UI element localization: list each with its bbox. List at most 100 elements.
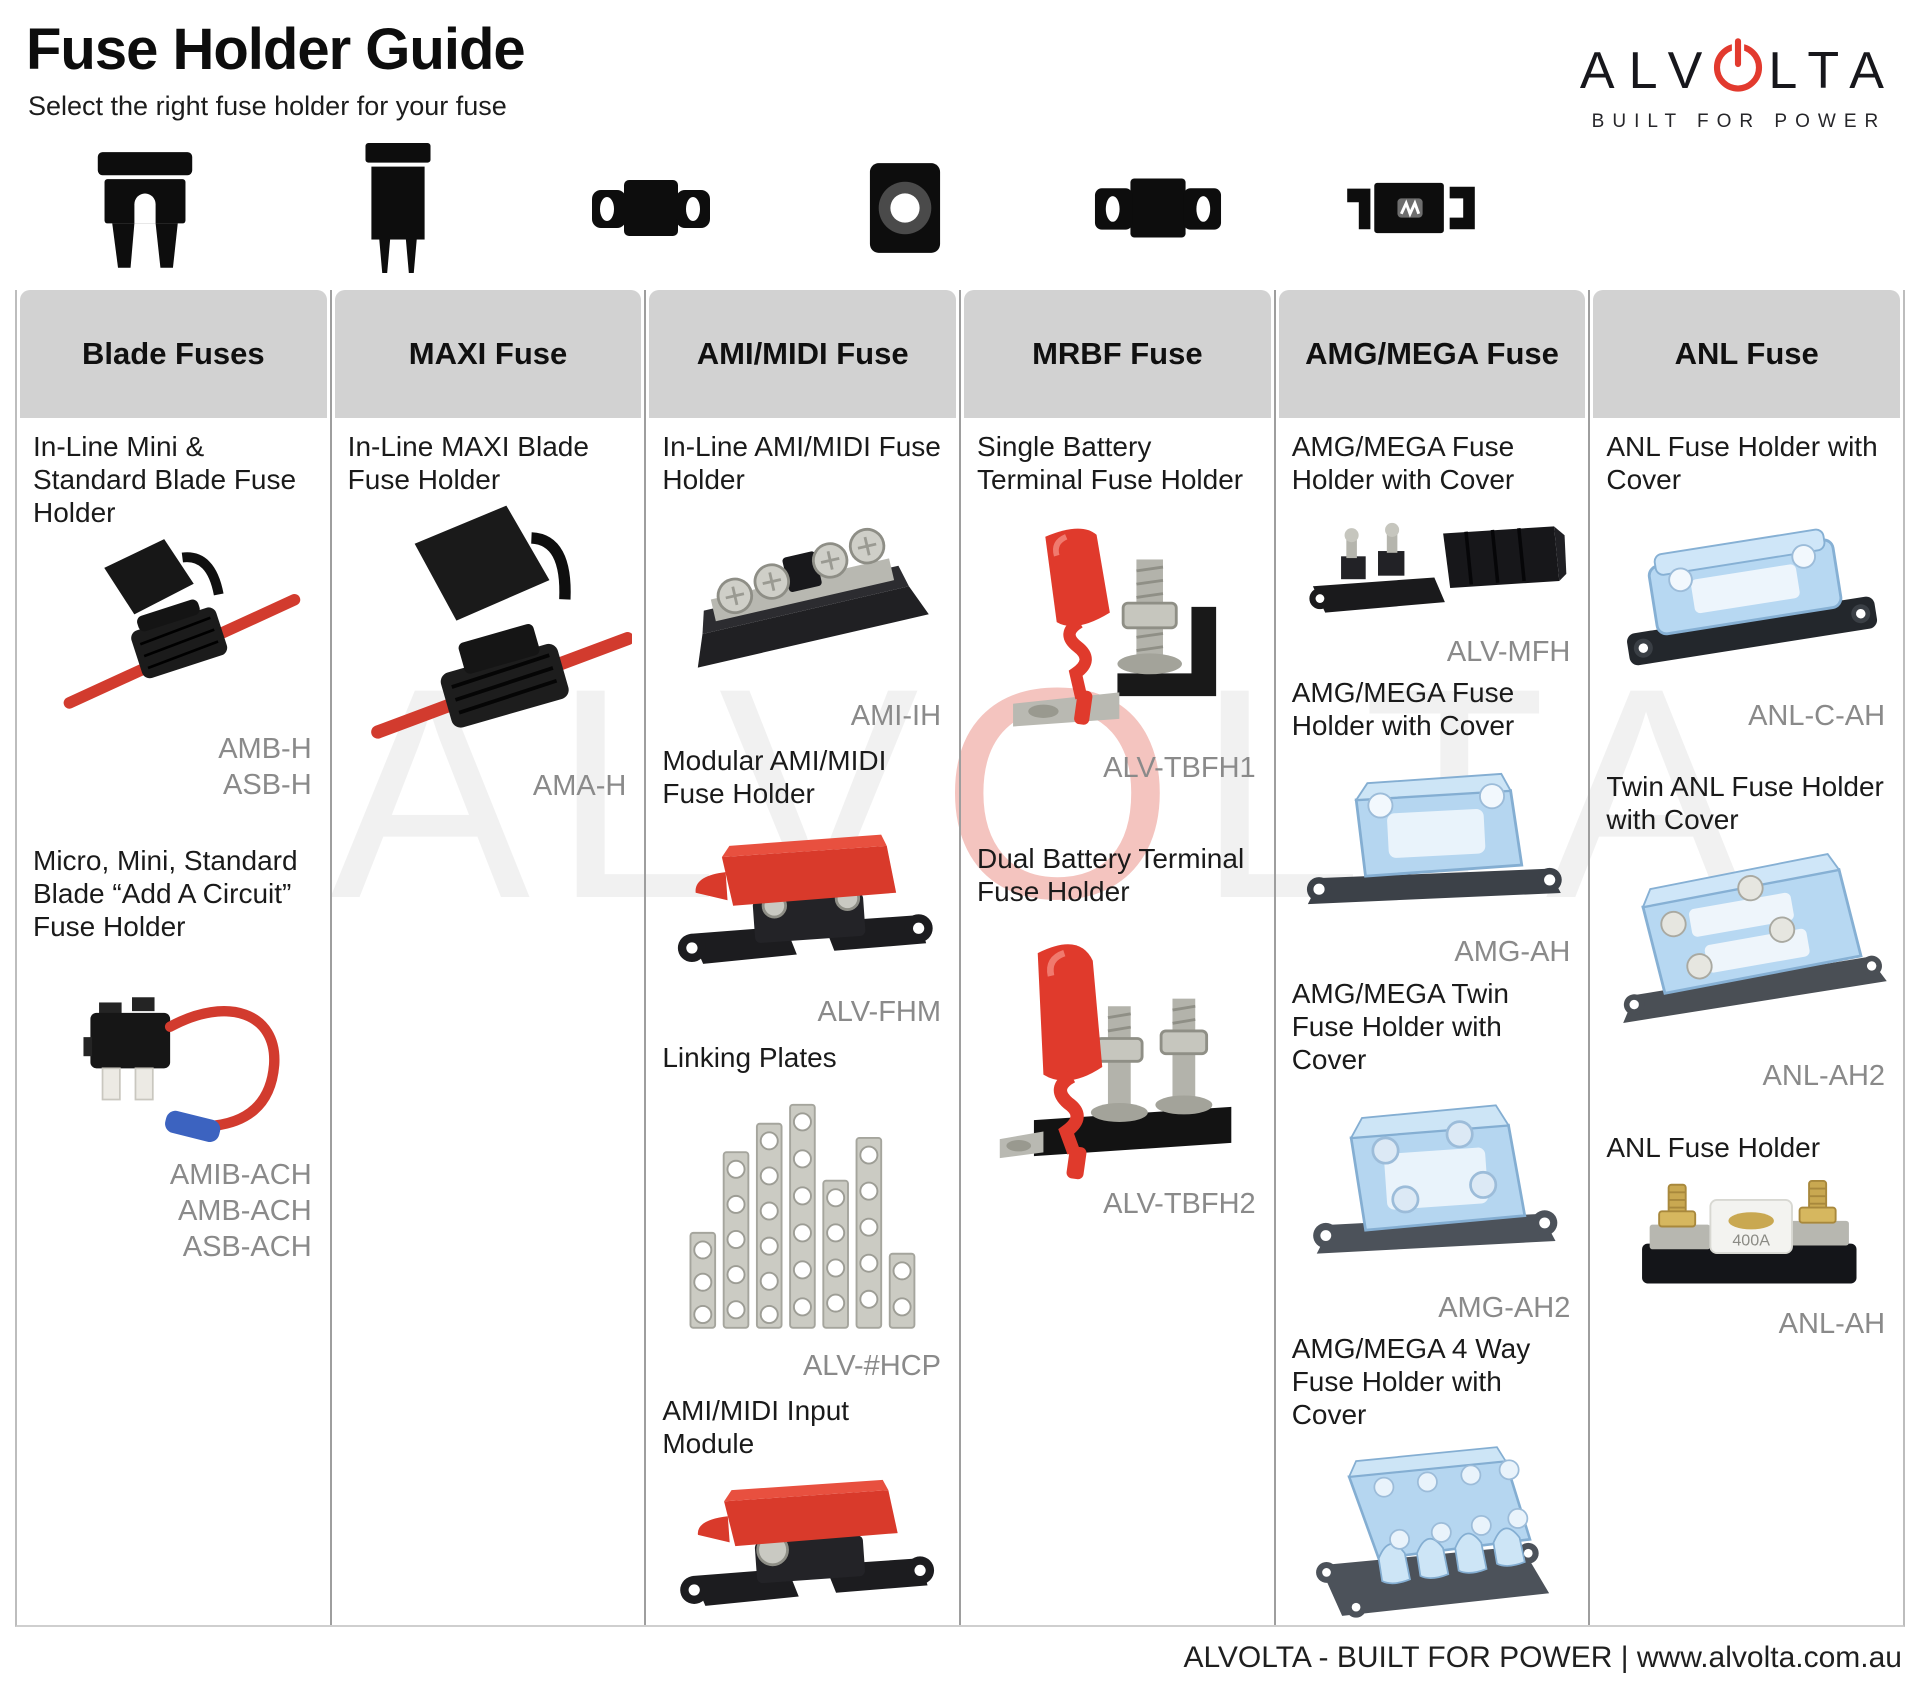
product-name: AMG/MEGA Fuse Holder with Cover [1291, 677, 1515, 742]
logo-tagline: BUILT FOR POWER [1591, 111, 1887, 132]
anl-fuse-icon [1285, 142, 1538, 274]
logo-text-left: ALV [1579, 41, 1717, 100]
anl-cover-holder-image [1606, 500, 1891, 696]
column-header: Blade Fuses [20, 290, 327, 418]
dual-terminal-holder-image [977, 912, 1262, 1184]
fuse-type-icon-row [18, 142, 1538, 274]
mrbf-fuse-icon [778, 142, 1031, 274]
product-code: AMIB-ACH [169, 1158, 312, 1191]
product-name: In-Line MAXI Blade Fuse Holder [347, 431, 589, 496]
ami-input-module-image [662, 1464, 947, 1625]
logo-wordmark: ALV LTA [1580, 34, 1898, 107]
product-amb-h: In-Line Mini & Standard Blade Fuse Holde… [33, 430, 318, 804]
product-name: Micro, Mini, Standard Blade “Add A Circu… [33, 844, 298, 942]
column-header: MRBF Fuse [964, 290, 1271, 418]
product-name: In-Line Mini & Standard Blade Fuse Holde… [33, 431, 297, 529]
blade-fuse-icon [18, 142, 271, 274]
product-name: Modular AMI/MIDI Fuse Holder [662, 745, 887, 810]
product-anl-ah: ANL Fuse Holder 400A ANL-AH [1606, 1131, 1891, 1342]
inline-blade-holder-image [33, 533, 318, 729]
ami-midi-fuse-icon [525, 142, 778, 274]
add-a-circuit-holder-image [33, 947, 318, 1155]
page-subtitle: Select the right fuse holder for your fu… [28, 91, 507, 121]
page-title: Fuse Holder Guide [26, 17, 526, 82]
column-header: AMI/MIDI Fuse [649, 290, 957, 418]
inline-maxi-holder-image [348, 500, 633, 766]
product-code: AMB-ACH [177, 1194, 312, 1227]
column-header: ANL Fuse [1593, 290, 1901, 418]
product-codes: ALV-TBFH1 [977, 750, 1262, 786]
product-alv-im: AMI/MIDI Input ModuleALV-IM [662, 1394, 947, 1625]
amg-mega-fuse-icon [1031, 142, 1284, 274]
column-header: AMG/MEGA Fuse [1278, 290, 1586, 418]
product-codes: AMG-AH [1292, 934, 1577, 970]
single-terminal-holder-image [977, 500, 1262, 748]
product-codes: ALV-TBFH2 [977, 1186, 1262, 1222]
product-code: ALV-#HCP [802, 1349, 942, 1382]
product-codes: AMG-AH2 [1292, 1290, 1577, 1326]
product-code: ALV-TBFH2 [1103, 1188, 1256, 1221]
anl-holder-image: 400A [1606, 1168, 1891, 1304]
product-code: AMA-H [532, 770, 627, 803]
product-code: ALV-FHM [817, 996, 942, 1029]
product-name: ANL Fuse Holder [1606, 1131, 1821, 1163]
product-name: AMG/MEGA Fuse Holder with Cover [1291, 431, 1515, 496]
footer-text: ALVOLTA - BUILT FOR POWER | www.alvolta.… [1183, 1641, 1902, 1674]
product-name: Twin ANL Fuse Holder with Cover [1606, 771, 1884, 836]
product-codes: ALV-FHM [662, 994, 947, 1030]
amg-holder-cover-image [1292, 746, 1577, 932]
product-amib-ach: Micro, Mini, Standard Blade “Add A Circu… [33, 844, 318, 1266]
product-code: ANL-C-AH [1748, 700, 1886, 733]
product-code: ASB-ACH [182, 1231, 312, 1264]
product-code: ASB-H [223, 769, 312, 802]
column-header: MAXI Fuse [334, 290, 642, 418]
product-code: ALV-MFH [1446, 636, 1571, 669]
product-name: AMG/MEGA Twin Fuse Holder with Cover [1291, 977, 1510, 1075]
product-code: ANL-AH [1778, 1307, 1886, 1340]
amg-4way-holder-image [1292, 1435, 1577, 1625]
product-name: ANL Fuse Holder with Cover [1606, 431, 1878, 496]
ami-inline-holder-image [662, 500, 947, 696]
product-code: AMB-H [218, 733, 312, 766]
product-code: AMI-IH [850, 700, 942, 733]
anl-fuse-amp-label: 400A [1733, 1231, 1771, 1249]
product-code: AMG-AH [1454, 936, 1571, 969]
product-code: AMG-AH2 [1438, 1291, 1571, 1324]
product-amg-ah4: AMG/MEGA 4 Way Fuse Holder with CoverAMG… [1292, 1332, 1577, 1625]
product-code: ANL-AH2 [1762, 1060, 1886, 1093]
anl-twin-holder-image [1606, 840, 1891, 1056]
product-name: Single Battery Terminal Fuse Holder [977, 431, 1244, 496]
product-name: Dual Battery Terminal Fuse Holder [977, 843, 1245, 908]
page-header: Fuse Holder Guide Select the right fuse … [0, 0, 1920, 122]
product-codes: ANL-AH [1606, 1306, 1891, 1342]
modular-ami-holder-image [662, 814, 947, 992]
product-name: AMG/MEGA 4 Way Fuse Holder with Cover [1291, 1332, 1531, 1431]
product-name: In-Line AMI/MIDI Fuse Holder [662, 431, 941, 496]
power-button-icon [1710, 34, 1766, 107]
alvolta-logo: ALV LTA BUILT FOR POWER [1580, 34, 1898, 133]
column-body: In-Line Mini & Standard Blade Fuse Holde… [17, 418, 330, 1625]
product-codes: AMA-H [348, 768, 633, 804]
product-codes: ALV-MFH [1292, 634, 1577, 670]
